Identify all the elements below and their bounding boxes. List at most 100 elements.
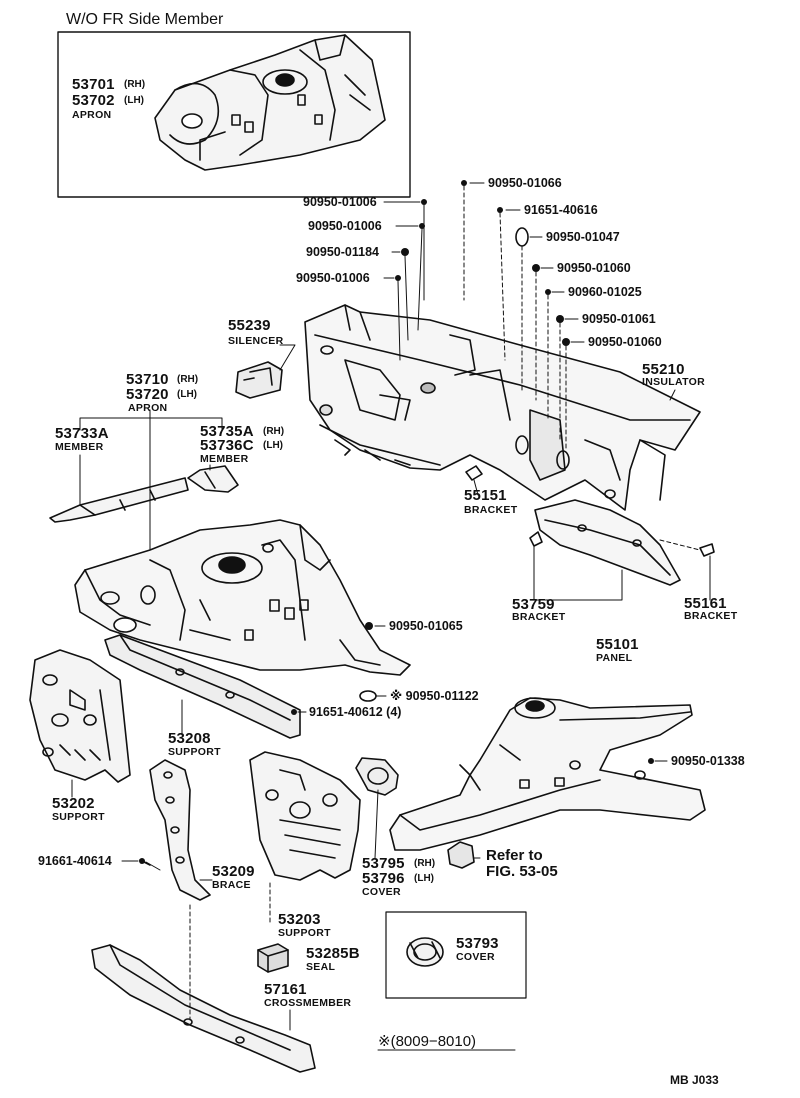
- bolt-f10-icon: [556, 315, 564, 323]
- bolt-f14-icon: [291, 709, 297, 715]
- bolt-f8-icon: [532, 264, 540, 272]
- part-number-53203: 53203: [278, 911, 321, 928]
- part-name-crossmember: CROSSMEMBER: [264, 997, 352, 1009]
- fastener-label-f3: 90950-01184: [306, 245, 379, 259]
- bolt-f11-icon: [562, 338, 570, 346]
- member-53733a-drawing: [49, 477, 189, 523]
- production-date-note: ※(8009−8010): [378, 1033, 477, 1050]
- part-number-53208: 53208: [168, 730, 211, 747]
- refer-figure-link[interactable]: FIG. 53-05: [486, 863, 558, 880]
- fastener-label-f8: 90950-01060: [557, 261, 631, 275]
- part-name-support: SUPPORT: [278, 927, 331, 939]
- part-name-panel: PANEL: [596, 652, 633, 664]
- part-name-brace: BRACE: [212, 879, 251, 891]
- cover-53793-frame: [385, 911, 527, 999]
- fastener-label-f1: 90950-01006: [303, 195, 377, 209]
- part-number-53796: 53796: [362, 870, 405, 887]
- part-name-bracket: BRACKET: [684, 610, 738, 622]
- side-rh: (RH): [124, 79, 146, 90]
- part-name-bracket: BRACKET: [464, 504, 518, 516]
- side-rh: (RH): [177, 374, 199, 385]
- refer-part-drawing: [447, 841, 475, 869]
- part-number-55239: 55239: [228, 317, 271, 334]
- bolt-f1-icon: [421, 199, 427, 205]
- part-number-57161: 57161: [264, 981, 307, 998]
- inset-frame: [57, 31, 411, 198]
- bolt-f15-icon: [648, 758, 654, 764]
- seal-53285b-drawing: [257, 943, 289, 973]
- brace-53209-drawing: [139, 759, 211, 901]
- fastener-label-f12: 90950-01065: [389, 619, 463, 633]
- cover-53793-drawing: [406, 937, 444, 967]
- part-name-seal: SEAL: [306, 961, 336, 973]
- bolt-f6-icon: [497, 207, 503, 213]
- part-name-apron: APRON: [128, 402, 168, 414]
- page-code: MB J033: [670, 1073, 719, 1087]
- apron-53710-drawing: [74, 519, 411, 676]
- part-number-53710: 53710: [126, 371, 169, 388]
- part-number-53736c: 53736C: [200, 437, 254, 454]
- bracket-55151-drawing: [465, 465, 483, 481]
- part-number-55151: 55151: [464, 487, 507, 504]
- part-number-53759: 53759: [512, 596, 555, 613]
- part-number-55210: 55210: [642, 361, 685, 378]
- bolt-f9-icon: [545, 289, 551, 295]
- part-name-member: MEMBER: [55, 441, 104, 453]
- part-number-53735a: 53735A: [200, 423, 254, 440]
- fastener-label-f16: 91661-40614: [38, 854, 112, 868]
- part-number-53733a: 53733A: [55, 425, 109, 442]
- member-53735a-drawing: [187, 465, 239, 493]
- fastener-label-f10: 90950-01061: [582, 312, 656, 326]
- part-number-53793: 53793: [456, 935, 499, 952]
- part-name-silencer: SILENCER: [228, 335, 284, 347]
- bracket-55161-drawing: [699, 543, 715, 557]
- part-number-53701: 53701: [72, 76, 115, 93]
- fastener-label-f6: 91651-40616: [524, 203, 598, 217]
- dash-insulator-drawing: [304, 304, 701, 511]
- grommet-f13-icon: [359, 690, 377, 702]
- part-name-bracket: BRACKET: [512, 611, 566, 623]
- fastener-label-f11: 90950-01060: [588, 335, 662, 349]
- part-number-55101: 55101: [596, 636, 639, 653]
- part-name-cover: COVER: [362, 886, 401, 898]
- bolt-f12-icon: [365, 622, 373, 630]
- support-53203-drawing: [249, 751, 361, 881]
- part-name-insulator: INSULATOR: [642, 376, 705, 388]
- fastener-label-f14: 91651-40612 (4): [309, 705, 402, 719]
- inset-apron-drawing: [154, 34, 386, 171]
- side-lh: (LH): [124, 95, 144, 106]
- part-number-53702: 53702: [72, 92, 115, 109]
- part-number-53795: 53795: [362, 855, 405, 872]
- bolt-f16-icon: [139, 858, 145, 864]
- fastener-label-f5: 90950-01066: [488, 176, 562, 190]
- side-rh: (RH): [414, 858, 436, 869]
- crossmember-57161-drawing: [91, 944, 316, 1073]
- part-name-support: SUPPORT: [168, 746, 221, 758]
- part-number-53202: 53202: [52, 795, 95, 812]
- grommet-f7-icon: [515, 227, 529, 247]
- part-number-53720: 53720: [126, 386, 169, 403]
- dash-panel-drawing: [534, 499, 681, 586]
- side-lh: (LH): [414, 873, 434, 884]
- part-name-apron-inset: APRON: [72, 109, 112, 121]
- part-number-55161: 55161: [684, 595, 727, 612]
- part-number-53209: 53209: [212, 863, 255, 880]
- inset-title: W/O FR Side Member: [66, 11, 224, 28]
- fastener-label-f9: 90960-01025: [568, 285, 642, 299]
- side-lh: (LH): [177, 389, 197, 400]
- silencer-drawing: [235, 361, 283, 399]
- bracket-53759-drawing: [529, 531, 543, 547]
- fastener-label-f7: 90950-01047: [546, 230, 620, 244]
- refer-to-label: Refer to: [486, 847, 543, 864]
- cover-53795-drawing: [355, 757, 399, 796]
- part-name-support: SUPPORT: [52, 811, 105, 823]
- fastener-label-f2: 90950-01006: [308, 219, 382, 233]
- side-lh: (LH): [263, 440, 283, 451]
- part-name-member: MEMBER: [200, 453, 249, 465]
- bolt-f5-icon: [461, 180, 467, 186]
- front-side-member-drawing: [389, 697, 706, 851]
- fastener-label-f15: 90950-01338: [671, 754, 745, 768]
- side-rh: (RH): [263, 426, 285, 437]
- fastener-label-f4: 90950-01006: [296, 271, 370, 285]
- fastener-label-f13: ※ 90950-01122: [390, 689, 479, 703]
